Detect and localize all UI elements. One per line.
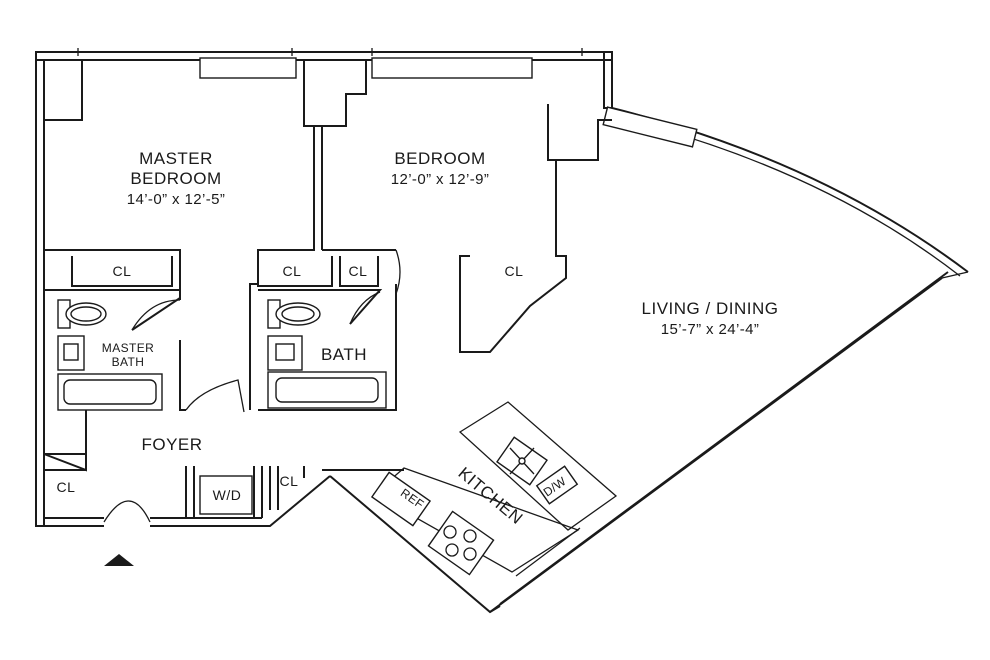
master-closet-label: CL bbox=[113, 263, 132, 279]
master-bath-fixtures bbox=[57, 299, 163, 411]
master-bath-label-1: MASTER bbox=[102, 341, 154, 355]
foyer-label: FOYER bbox=[141, 435, 202, 454]
hall-closet-label: CL bbox=[280, 473, 299, 489]
master-bath-label-2: BATH bbox=[112, 355, 145, 369]
bedroom-label: BEDROOM bbox=[394, 149, 485, 168]
bedroom-closet-label: CL bbox=[505, 263, 524, 279]
master-bedroom-label-2: BEDROOM bbox=[130, 169, 221, 188]
bath-side-closet-label: CL bbox=[283, 263, 302, 279]
windows bbox=[77, 48, 698, 148]
bath-fixtures bbox=[267, 299, 387, 409]
toilet-icon bbox=[267, 299, 321, 329]
master-bedroom-dimensions: 14’-0” x 12’-5” bbox=[127, 191, 226, 208]
sink-icon bbox=[267, 335, 303, 371]
stove-icon bbox=[427, 510, 495, 576]
bedroom-dimensions: 12’-0” x 12’-9” bbox=[391, 171, 490, 188]
small-closet-label: CL bbox=[349, 263, 368, 279]
bathtub-icon bbox=[267, 371, 387, 409]
living-dining-label: LIVING / DINING bbox=[642, 299, 779, 318]
bathtub-icon bbox=[57, 373, 163, 411]
door-swings bbox=[103, 249, 401, 523]
exterior-walls bbox=[35, 51, 969, 614]
toilet-icon bbox=[57, 299, 107, 329]
bath-label: BATH bbox=[321, 345, 367, 364]
master-bedroom-label-1: MASTER bbox=[139, 149, 213, 168]
interior-walls bbox=[43, 60, 618, 577]
entry-arrow-icon bbox=[104, 554, 134, 566]
living-dining-dimensions: 15’-7” x 24’-4” bbox=[661, 321, 760, 338]
kitchen-fixtures bbox=[370, 436, 579, 576]
foyer-closet-label: CL bbox=[57, 479, 76, 495]
washer-dryer-box bbox=[199, 475, 253, 515]
sink-icon bbox=[57, 335, 85, 371]
kitchen-sink-icon bbox=[496, 436, 548, 486]
washer-dryer-label: W/D bbox=[213, 487, 242, 503]
